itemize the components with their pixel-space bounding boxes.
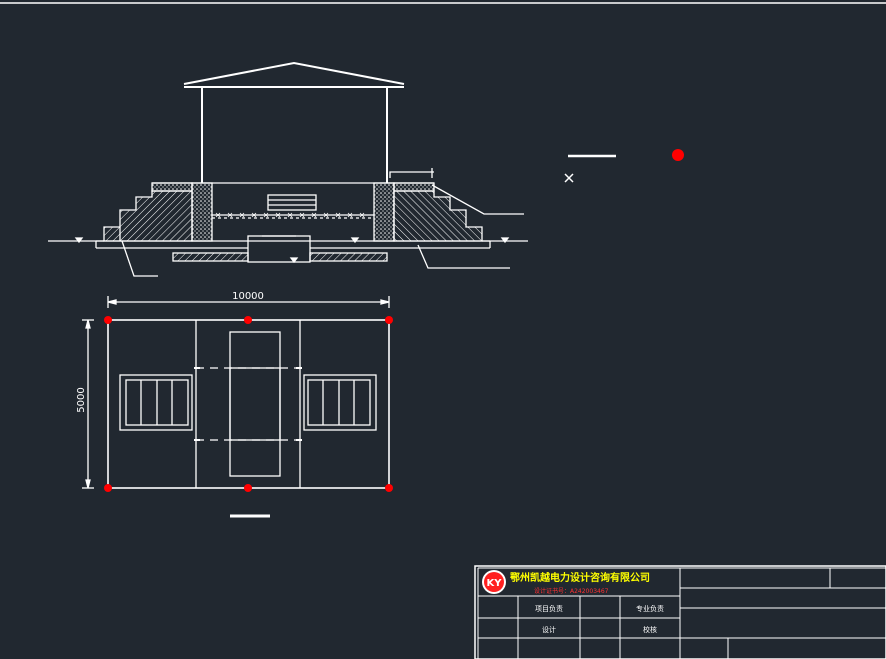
tray-x-mark bbox=[227, 212, 233, 218]
level-mark-center bbox=[350, 237, 360, 244]
left-slab-strip bbox=[151, 182, 193, 192]
right-embankment bbox=[393, 190, 483, 242]
level-mark-pit bbox=[289, 257, 299, 264]
level-marker bbox=[389, 171, 434, 178]
company-name: 鄂州凯越电力设计咨询有限公司 bbox=[510, 571, 650, 584]
title-block[interactable] bbox=[474, 565, 886, 659]
plan-view[interactable] bbox=[82, 296, 390, 518]
grip-point[interactable] bbox=[244, 484, 252, 492]
tray-x-mark bbox=[359, 212, 365, 218]
tray-x-mark bbox=[335, 212, 341, 218]
tray-x-mark bbox=[287, 212, 293, 218]
vent-louver bbox=[267, 194, 317, 211]
title-label-check: 校核 bbox=[643, 625, 657, 634]
grip-point[interactable] bbox=[385, 316, 393, 324]
grip-point[interactable] bbox=[104, 316, 112, 324]
right-footing bbox=[309, 252, 388, 262]
level-mark-left bbox=[74, 237, 84, 244]
plan-transformer-left bbox=[119, 374, 193, 431]
grip-point[interactable] bbox=[244, 316, 252, 324]
grip-point[interactable] bbox=[385, 484, 393, 492]
logo-letters: KY bbox=[487, 578, 503, 589]
plan-transformer-right bbox=[303, 374, 377, 431]
section-elevation-view[interactable] bbox=[48, 61, 528, 277]
roof-outline bbox=[183, 61, 405, 85]
certificate-number: 设计证书号：A242003467 bbox=[534, 587, 609, 595]
title-label-project-lead: 项目负责 bbox=[535, 604, 563, 613]
title-label-discipline-lead: 专业负责 bbox=[636, 604, 664, 613]
tray-x-mark bbox=[215, 212, 221, 218]
leader-line-right-upper bbox=[431, 184, 524, 215]
right-foundation-column bbox=[373, 182, 395, 242]
level-mark-right bbox=[500, 237, 510, 244]
leader-line-right-lower bbox=[417, 244, 510, 269]
height-dimension-text: 5000 bbox=[76, 387, 87, 412]
left-foundation-column bbox=[191, 182, 213, 242]
title-label-design: 设计 bbox=[542, 625, 556, 634]
plan-grips[interactable] bbox=[104, 316, 393, 492]
tray-x-mark bbox=[275, 212, 281, 218]
tray-x-mark bbox=[323, 212, 329, 218]
selected-grip-point[interactable] bbox=[672, 149, 684, 161]
plan-center-pit bbox=[229, 331, 281, 477]
cable-pit bbox=[247, 235, 311, 263]
title-block-frame bbox=[474, 565, 886, 659]
left-footing bbox=[172, 252, 249, 262]
right-slab-strip bbox=[393, 182, 435, 192]
tray-x-mark bbox=[263, 212, 269, 218]
left-embankment bbox=[103, 190, 193, 242]
company-logo: KY bbox=[482, 570, 506, 594]
width-dimension-text: 10000 bbox=[232, 291, 264, 302]
tray-x-mark bbox=[251, 212, 257, 218]
leader-line-left bbox=[121, 240, 158, 277]
grip-point[interactable] bbox=[104, 484, 112, 492]
tray-x-mark bbox=[311, 212, 317, 218]
tray-x-mark bbox=[239, 212, 245, 218]
cable-tray-marks bbox=[215, 212, 365, 218]
cursor-crosshair-icon bbox=[564, 173, 574, 183]
tray-x-mark bbox=[347, 212, 353, 218]
plan-outline[interactable] bbox=[107, 319, 390, 489]
tray-x-mark bbox=[299, 212, 305, 218]
